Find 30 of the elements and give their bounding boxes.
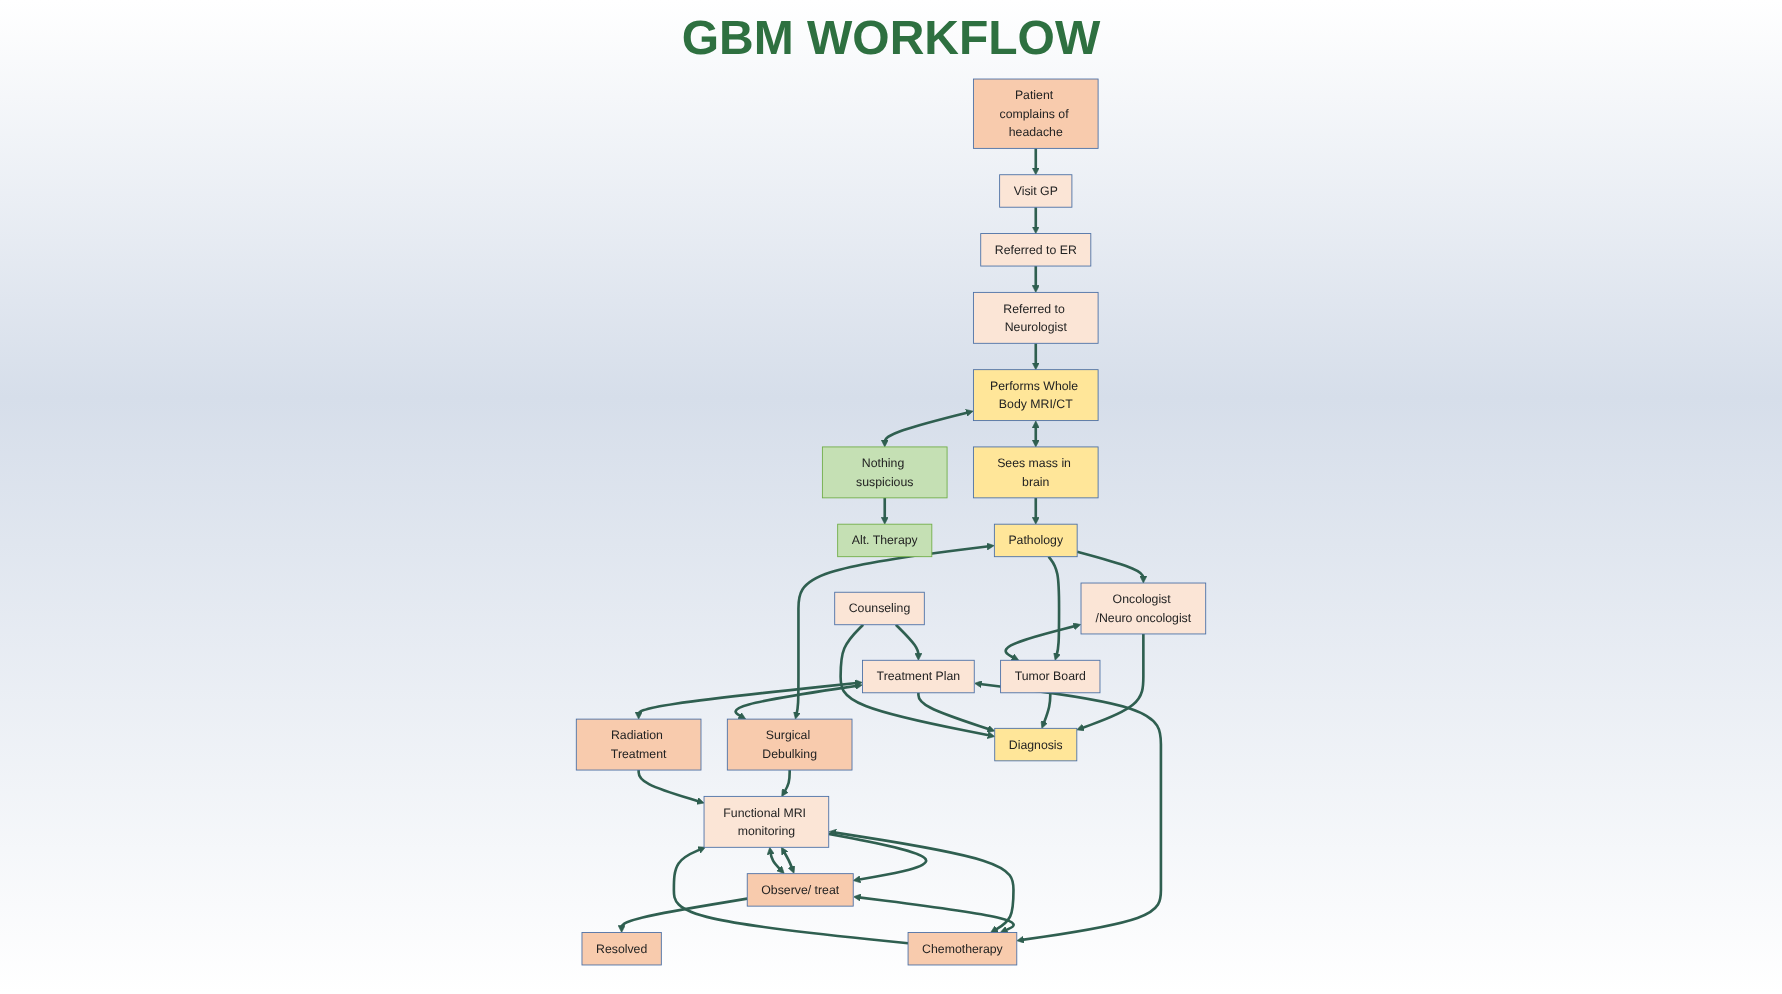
arrow [781, 770, 791, 797]
arrow [828, 832, 928, 884]
arrow [637, 770, 705, 805]
arrow [766, 846, 785, 874]
arrow [1076, 550, 1148, 584]
arrow [781, 846, 796, 874]
arrow [672, 846, 909, 945]
arrow [1031, 148, 1040, 176]
arrow [839, 623, 996, 739]
arrow [1004, 622, 1082, 661]
arrow [1076, 633, 1145, 732]
arrow [853, 893, 1015, 934]
arrow [1031, 420, 1040, 448]
arrow [974, 680, 1163, 944]
arrow [828, 828, 1015, 933]
arrow [917, 692, 996, 733]
arrow [1031, 266, 1040, 293]
arrow [1031, 207, 1040, 234]
arrow [1031, 343, 1040, 370]
arrow [634, 679, 863, 720]
diagram-title: GBM WORKFLOW [679, 12, 1103, 68]
arrow [1047, 555, 1061, 661]
arrow [1040, 692, 1052, 729]
arrow [617, 897, 748, 933]
arrow [880, 497, 889, 525]
arrow [734, 682, 863, 720]
arrow [793, 542, 995, 720]
arrow [894, 623, 923, 661]
arrow [1031, 497, 1040, 525]
arrow [880, 409, 974, 448]
